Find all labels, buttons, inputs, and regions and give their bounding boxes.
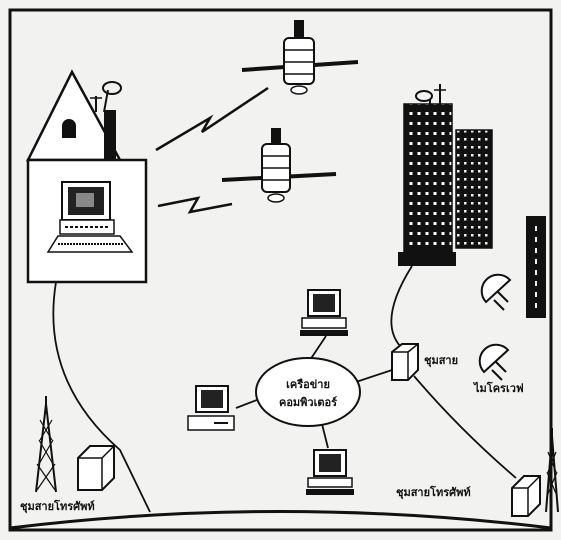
home-computer-panel — [28, 160, 146, 282]
desktop-pc-left — [188, 386, 234, 430]
telephone-exchange-left — [78, 446, 114, 490]
narrow-building — [526, 216, 546, 318]
telephone-exchange-right-label: ชุมสายโทรศัพท์ — [396, 485, 471, 500]
network-label-line1: เครือข่าย — [286, 378, 330, 391]
link-network-bottom-pc — [322, 424, 328, 448]
hub-label: ชุมสาย — [424, 354, 458, 368]
satellite-bottom — [222, 128, 336, 202]
tall-building — [398, 84, 456, 266]
cable-building-to-hub — [391, 266, 412, 346]
desktop-pc-top — [300, 290, 348, 336]
link-network-hub — [356, 370, 392, 382]
satellite-top — [242, 20, 358, 94]
second-building — [456, 130, 492, 248]
network-label-line2: คอมพิวเตอร์ — [279, 396, 337, 409]
desktop-pc-bottom — [306, 450, 354, 495]
hub-box — [392, 344, 418, 380]
microwave-dish-lower — [480, 345, 508, 380]
microwave-dish-upper — [482, 275, 510, 310]
telephone-exchange-left-label: ชุมสายโทรศัพท์ — [20, 499, 95, 514]
telephone-exchange-right — [512, 476, 540, 516]
wireless-link-top — [156, 88, 268, 150]
microwave-label: ไมโครเวฟ — [472, 381, 524, 395]
antenna-tower-left — [36, 396, 56, 492]
wireless-link-bottom — [158, 198, 232, 212]
ground-curve — [10, 512, 551, 529]
computer-network-node: เครือข่าย คอมพิวเตอร์ — [256, 358, 360, 426]
link-network-top-pc — [310, 336, 326, 360]
house — [28, 72, 121, 165]
